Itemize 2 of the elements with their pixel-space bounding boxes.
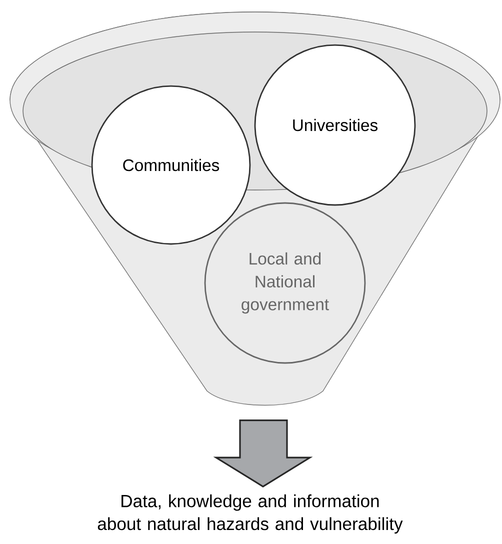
arrow <box>213 420 313 488</box>
caption-text: Data, knowledge and information about natural hazards and vulnerability <box>98 494 403 534</box>
